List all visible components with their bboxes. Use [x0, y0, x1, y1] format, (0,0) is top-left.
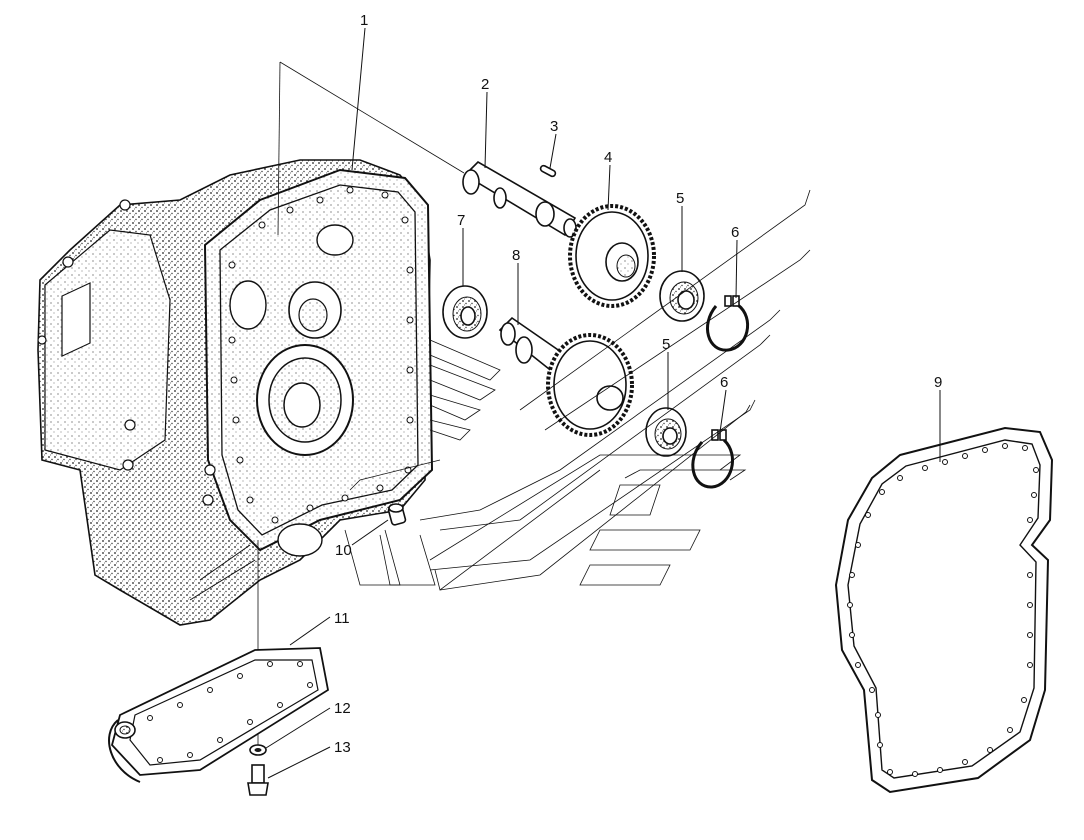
gearbox-housing [37, 159, 434, 626]
callout-2: 2 [481, 76, 489, 93]
callout-5-upper: 5 [676, 190, 684, 207]
part-3-key [539, 164, 557, 178]
callout-4: 4 [604, 149, 612, 166]
part-7-bearing [442, 285, 488, 339]
part-4-gear [568, 204, 656, 308]
callout-10: 10 [335, 542, 352, 559]
callout-9: 9 [934, 374, 942, 391]
callout-6-lower: 6 [720, 374, 728, 391]
callout-13: 13 [334, 739, 351, 756]
part-6-snap-ring-upper [706, 295, 749, 352]
part-13-bolt [247, 764, 269, 796]
callout-labels: 1 2 3 4 5 6 7 8 5 6 9 10 11 12 13 [334, 12, 942, 756]
callout-12: 12 [334, 700, 351, 717]
callout-11: 11 [334, 610, 350, 627]
part-9-gasket [834, 426, 1054, 794]
assembly-reference-lines [257, 61, 811, 745]
part-8-gear-shaft [498, 316, 634, 437]
part-11-cover [108, 647, 329, 783]
callout-5-lower: 5 [662, 336, 670, 353]
part-5-bearing-lower [645, 407, 687, 457]
part-5-bearing-upper [659, 270, 705, 322]
callout-1: 1 [360, 12, 368, 29]
callout-7: 7 [457, 212, 465, 229]
callout-6-upper: 6 [731, 224, 739, 241]
part-12-washer [249, 744, 267, 756]
part-2-shaft [462, 161, 577, 238]
callout-3: 3 [550, 118, 558, 135]
leader-lines [265, 27, 941, 779]
callout-8: 8 [512, 247, 520, 264]
part-10-dowel-pin [387, 503, 407, 526]
